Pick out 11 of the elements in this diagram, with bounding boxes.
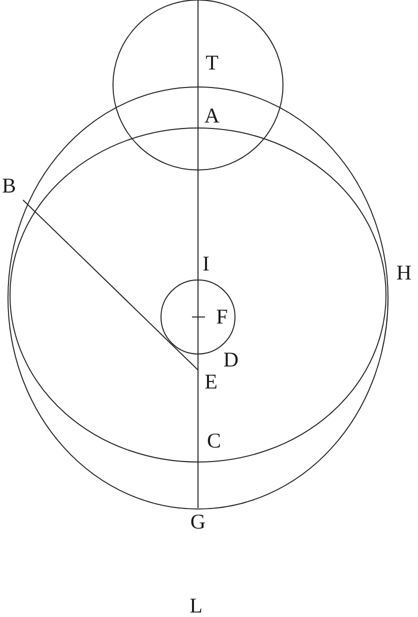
point-label: T (206, 52, 218, 74)
point-label: L (190, 596, 202, 616)
point-label: A (204, 106, 220, 126)
point-label: B (2, 176, 16, 196)
point-label: C (207, 430, 221, 452)
point-label: F (216, 306, 228, 328)
point-label: D (223, 350, 239, 370)
point-label: E (204, 372, 218, 392)
point-label: I (202, 254, 210, 274)
point-label: H (396, 262, 412, 284)
point-label: G (190, 512, 206, 532)
